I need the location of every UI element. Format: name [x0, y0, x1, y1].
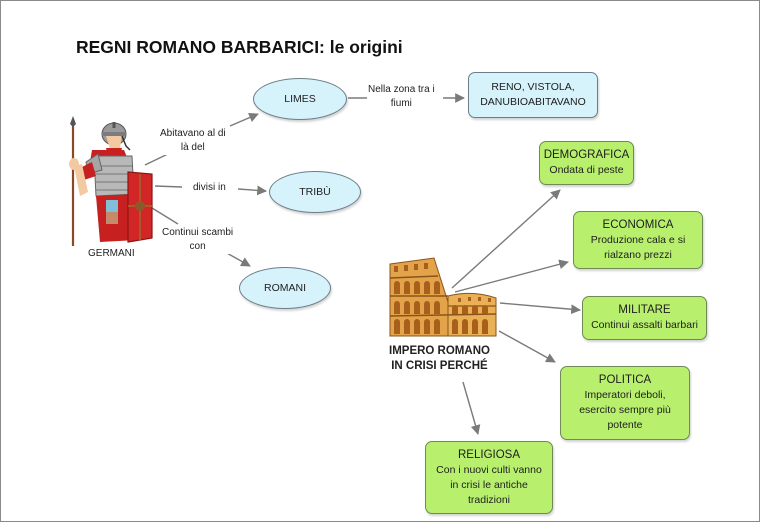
germani-caption: GERMANI [88, 248, 135, 259]
cause-politica[interactable]: POLITICA Imperatori deboli, esercito sem… [560, 366, 690, 440]
cause-economica[interactable]: ECONOMICA Produzione cala e si rialzano … [573, 211, 703, 269]
node-tribu[interactable]: TRIBÙ [269, 171, 361, 213]
connector-germani-scambi [151, 207, 179, 225]
node-fiumi-line2: DANUBIOABITAVANO [480, 96, 586, 108]
node-fiumi[interactable]: RENO, VISTOLA, DANUBIOABITAVANO [468, 72, 598, 118]
cause-demografica-line: Ondata di peste [549, 164, 624, 176]
link-label-zona-line2: fiumi [390, 98, 412, 109]
link-label-scambi-line2: con [189, 241, 206, 252]
connector-divisi-tribu [237, 185, 267, 196]
link-label-divisi: divisi in [193, 181, 226, 195]
cause-militare-line: Continui assalti barbari [591, 319, 698, 331]
node-limes-label: LIMES [284, 93, 316, 105]
impero-caption-line2: IN CRISI PERCHÉ [391, 360, 488, 372]
link-label-scambi: Continui scambi con [162, 226, 234, 254]
link-label-abitavano-line2: là del [180, 142, 205, 153]
cause-economica-line2: rialzano prezzi [604, 248, 672, 261]
connector-impero-militare [499, 302, 581, 315]
roman-soldier-icon [69, 116, 153, 246]
connector-impero-economica [454, 259, 569, 293]
connector-abitavano-limes [229, 112, 259, 127]
cause-politica-line3: potente [607, 419, 643, 431]
node-limes[interactable]: LIMES [253, 78, 347, 120]
node-romani-label: ROMANI [264, 282, 306, 294]
cause-religiosa-line3: tradizioni [467, 493, 511, 506]
impero-caption-line1: IMPERO ROMANO [389, 345, 490, 357]
link-label-zona: Nella zona tra i fiumi [368, 83, 435, 111]
connector-impero-religiosa [462, 381, 481, 435]
cause-demografica-head: DEMOGRAFICA [543, 149, 630, 161]
node-fiumi-line1: RENO, VISTOLA, [491, 81, 575, 93]
link-label-zona-line1: Nella zona tra i [368, 84, 435, 95]
page-title: REGNI ROMANO BARBARICI: le origini [76, 37, 403, 57]
impero-caption: IMPERO ROMANO IN CRISI PERCHÉ [389, 344, 490, 374]
node-tribu-label: TRIBÙ [299, 186, 331, 198]
colosseum-icon [389, 257, 497, 337]
connector-germani-divisi [154, 185, 183, 188]
cause-economica-head: ECONOMICA [602, 218, 674, 231]
link-label-scambi-line1: Continui scambi [162, 227, 234, 238]
connector-impero-politica [498, 330, 556, 363]
connector-scambi-romani [224, 251, 251, 267]
cause-religiosa-head: RELIGIOSA [458, 448, 520, 461]
link-label-abitavano-line1: Abitavano al di [160, 128, 226, 139]
cause-demografica[interactable]: DEMOGRAFICA Ondata di peste [539, 141, 634, 185]
cause-militare-head: MILITARE [618, 304, 671, 316]
cause-religiosa[interactable]: RELIGIOSA Con i nuovi culti vanno in cri… [425, 441, 553, 514]
cause-politica-line1: Imperatori deboli, [584, 389, 666, 401]
connector-impero-demografica [451, 189, 561, 289]
cause-politica-line2: esercito sempre più [579, 404, 671, 416]
cause-politica-head: POLITICA [598, 374, 652, 386]
cause-militare[interactable]: MILITARE Continui assalti barbari [582, 296, 707, 340]
node-romani[interactable]: ROMANI [239, 267, 331, 309]
link-label-abitavano: Abitavano al di là del [160, 127, 226, 155]
cause-economica-line1: Produzione cala e si [590, 233, 686, 246]
cause-religiosa-line1: Con i nuovi culti vanno [436, 463, 542, 476]
cause-religiosa-line2: in crisi le antiche [450, 478, 528, 491]
